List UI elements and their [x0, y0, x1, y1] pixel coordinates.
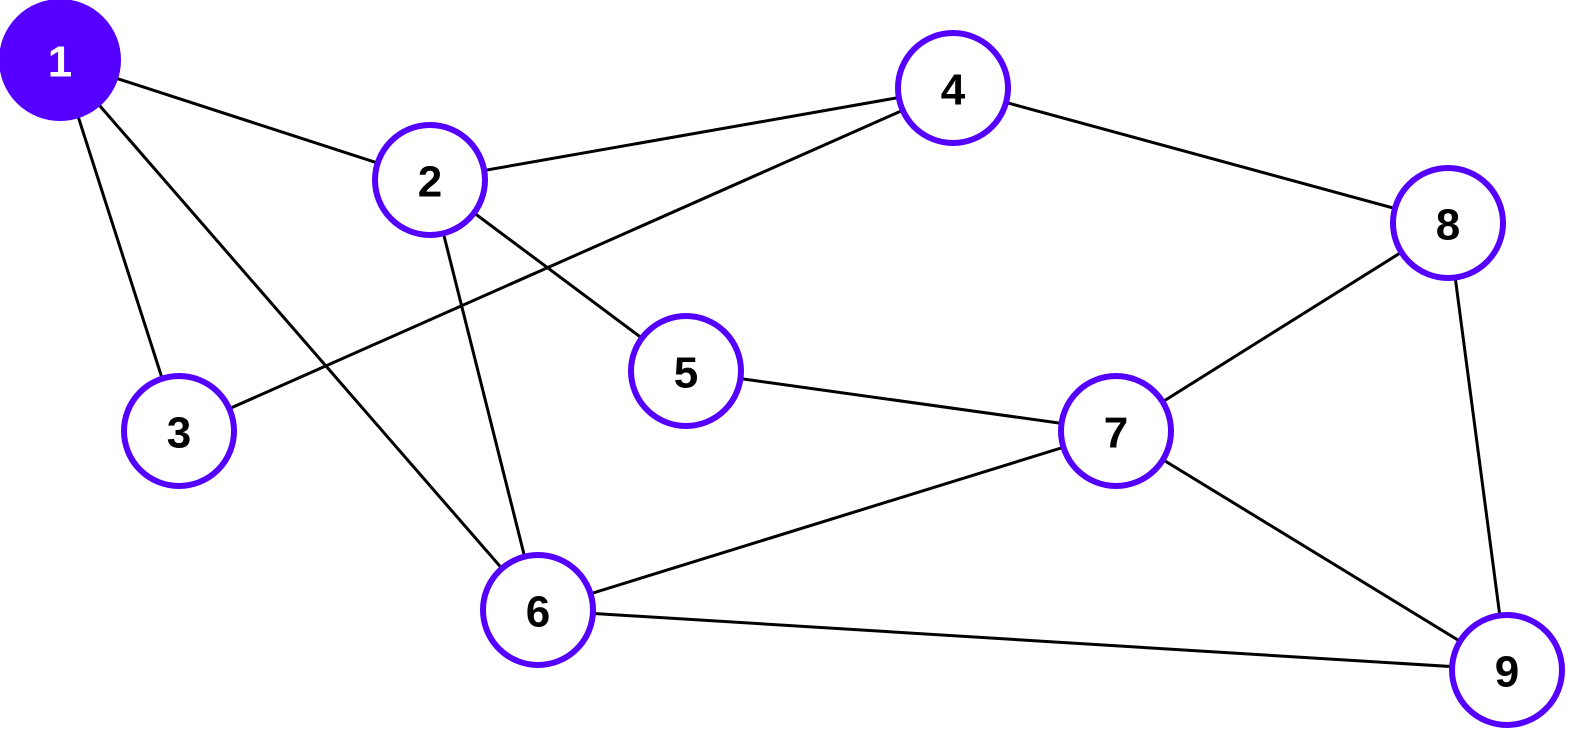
node-circle[interactable]: [0, 0, 121, 121]
node-5[interactable]: 5: [628, 313, 744, 429]
edge-3-4: [177, 86, 955, 433]
edge-7-9: [1114, 429, 1509, 672]
node-circle[interactable]: [1390, 165, 1506, 281]
edge-2-6: [428, 178, 540, 612]
node-1[interactable]: 1: [0, 0, 121, 121]
node-label: 1: [48, 38, 72, 87]
node-label: 9: [1495, 648, 1519, 697]
edge-5-7: [684, 369, 1118, 433]
node-6[interactable]: 6: [480, 552, 596, 668]
node-3[interactable]: 3: [121, 373, 237, 489]
node-circle[interactable]: [1058, 373, 1174, 489]
node-8[interactable]: 8: [1390, 165, 1506, 281]
node-label: 7: [1104, 409, 1128, 458]
node-4[interactable]: 4: [895, 30, 1011, 146]
node-circle[interactable]: [121, 373, 237, 489]
node-circle[interactable]: [628, 313, 744, 429]
edge-8-9: [1446, 221, 1509, 672]
node-2[interactable]: 2: [372, 122, 488, 238]
node-circle[interactable]: [1449, 612, 1565, 728]
edges-layer: [58, 58, 1509, 672]
edge-4-8: [951, 86, 1450, 225]
edge-2-4: [428, 86, 955, 182]
node-7[interactable]: 7: [1058, 373, 1174, 489]
edge-1-3: [58, 58, 181, 433]
edge-1-6: [58, 58, 540, 612]
node-label: 6: [526, 588, 550, 637]
edge-6-9: [536, 608, 1509, 672]
node-circle[interactable]: [895, 30, 1011, 146]
edge-1-2: [58, 58, 432, 182]
node-label: 4: [941, 66, 966, 115]
node-label: 2: [418, 158, 442, 207]
edge-6-7: [536, 429, 1118, 612]
node-label: 5: [674, 349, 698, 398]
node-circle[interactable]: [372, 122, 488, 238]
edge-7-8: [1114, 221, 1450, 433]
node-9[interactable]: 9: [1449, 612, 1565, 728]
node-label: 8: [1436, 201, 1460, 250]
node-label: 3: [167, 409, 191, 458]
node-circle[interactable]: [480, 552, 596, 668]
